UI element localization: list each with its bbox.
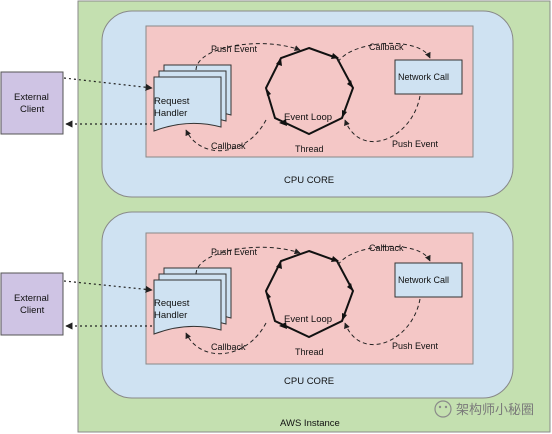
push-event-right-label: Push Event (392, 341, 439, 351)
cpu-core-label: CPU CORE (284, 376, 334, 387)
cpu-core-label: CPU CORE (284, 175, 334, 186)
callback-right-label: Callback (369, 243, 404, 253)
aws-instance-label: AWS Instance (280, 418, 340, 429)
callback-right-label: Callback (369, 42, 404, 52)
network-call-box (394, 262, 463, 298)
push-event-left-arrow (195, 43, 301, 71)
callback-right-arrow (337, 42, 431, 63)
event-loop-arrowheads (266, 53, 353, 126)
watermark: 架构师小秘圈 (434, 400, 534, 418)
external-client-label-line1: External (14, 293, 49, 304)
event-loop-label: Event Loop (284, 314, 332, 325)
request-handler-stack (153, 64, 232, 132)
push-event-left-arrow (195, 246, 301, 275)
network-call-box (394, 59, 463, 95)
external-client-label-line1: External (14, 92, 49, 103)
request-handler-label-line1: Request (154, 96, 190, 107)
thread-label: Thread (295, 347, 324, 357)
event-loop-label: Event Loop (284, 112, 332, 123)
cpu-core-2: Request Handler Event Loop Thread Networ… (101, 211, 514, 399)
push-event-right-arrow (344, 95, 421, 142)
network-call-label: Network Call (398, 275, 449, 285)
callback-left-label: Callback (211, 342, 246, 352)
external-client-box (0, 71, 64, 135)
push-event-right-label: Push Event (392, 139, 439, 149)
event-loop-arrowheads (266, 256, 353, 329)
request-handler-label-line2: Handler (154, 310, 187, 321)
wechat-logo-icon (434, 400, 452, 418)
event-loop-ring (264, 249, 355, 339)
external-client-label-line2: Client (20, 104, 45, 115)
external-client-1: External Client (0, 71, 64, 135)
request-handler-stack (153, 267, 232, 335)
callback-right-arrow (337, 245, 431, 266)
request-handler-label-line2: Handler (154, 108, 187, 119)
external-client-box (0, 272, 64, 336)
network-call-label: Network Call (398, 72, 449, 82)
watermark-text: 架构师小秘圈 (456, 402, 534, 417)
push-event-right-arrow (344, 298, 421, 345)
cpu-core-1: Request Handler Event Loop Thread Networ… (101, 10, 514, 198)
push-event-left-label: Push Event (211, 247, 258, 257)
callback-left-label: Callback (211, 141, 246, 151)
event-loop-ring (264, 46, 355, 136)
push-event-left-label: Push Event (211, 44, 258, 54)
thread-label: Thread (295, 144, 324, 154)
external-client-label-line2: Client (20, 305, 45, 316)
external-client-2: External Client (0, 272, 64, 336)
request-handler-label-line1: Request (154, 298, 190, 309)
